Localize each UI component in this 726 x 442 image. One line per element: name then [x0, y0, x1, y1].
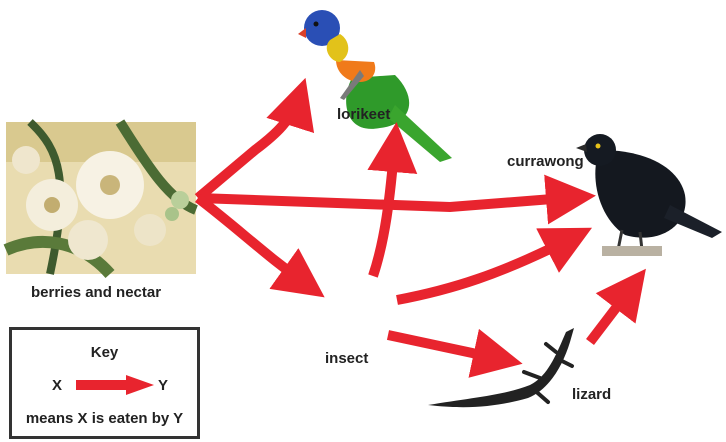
arrow-insect-to-currawong — [397, 236, 576, 300]
lorikeet-image — [298, 10, 452, 162]
arrow-lizard-to-currawong — [590, 283, 635, 342]
berries-and-nectar-label: berries and nectar — [31, 284, 161, 301]
insect-label: insect — [325, 350, 368, 367]
currawong-image — [576, 134, 722, 256]
key-y-label: Y — [158, 377, 168, 394]
key-legend: Key X Y means X is eaten by Y — [9, 327, 200, 439]
lizard-image — [428, 328, 574, 407]
key-title: Key — [12, 344, 197, 361]
arrow-berries-to-insect — [198, 198, 310, 287]
arrow-berries-to-lorikeet — [198, 95, 300, 198]
lorikeet-label: lorikeet — [337, 106, 390, 123]
currawong-label: currawong — [507, 153, 584, 170]
arrow-insect-to-lizard — [388, 335, 505, 360]
berries-and-nectar-image — [6, 122, 196, 274]
key-caption: means X is eaten by Y — [12, 410, 197, 427]
lizard-label: lizard — [572, 386, 611, 403]
key-arrow-icon — [74, 374, 158, 396]
key-x-label: X — [52, 377, 62, 394]
